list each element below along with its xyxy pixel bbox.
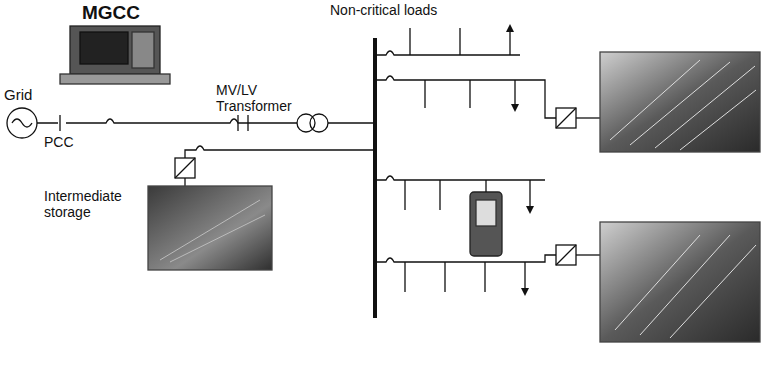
converter-symbol (556, 245, 576, 265)
pv-panel-photo (600, 52, 760, 152)
storage-photo (148, 186, 272, 270)
text-label: MV/LV Transformer (216, 82, 306, 114)
fuel-cell-icon (470, 180, 502, 256)
converter-symbol (556, 108, 576, 128)
pv-panel-photo (600, 222, 760, 342)
converter-symbol (175, 158, 195, 178)
text-label: Non-critical loads (330, 2, 500, 18)
text-label: PCC (44, 134, 94, 150)
text-label: MGCC (82, 2, 162, 24)
grid-source (7, 108, 37, 138)
computer-icon (60, 26, 170, 84)
text-label: Grid (4, 86, 54, 103)
breaker-symbol (60, 115, 238, 131)
text-label: Intermediate storage (44, 188, 144, 220)
